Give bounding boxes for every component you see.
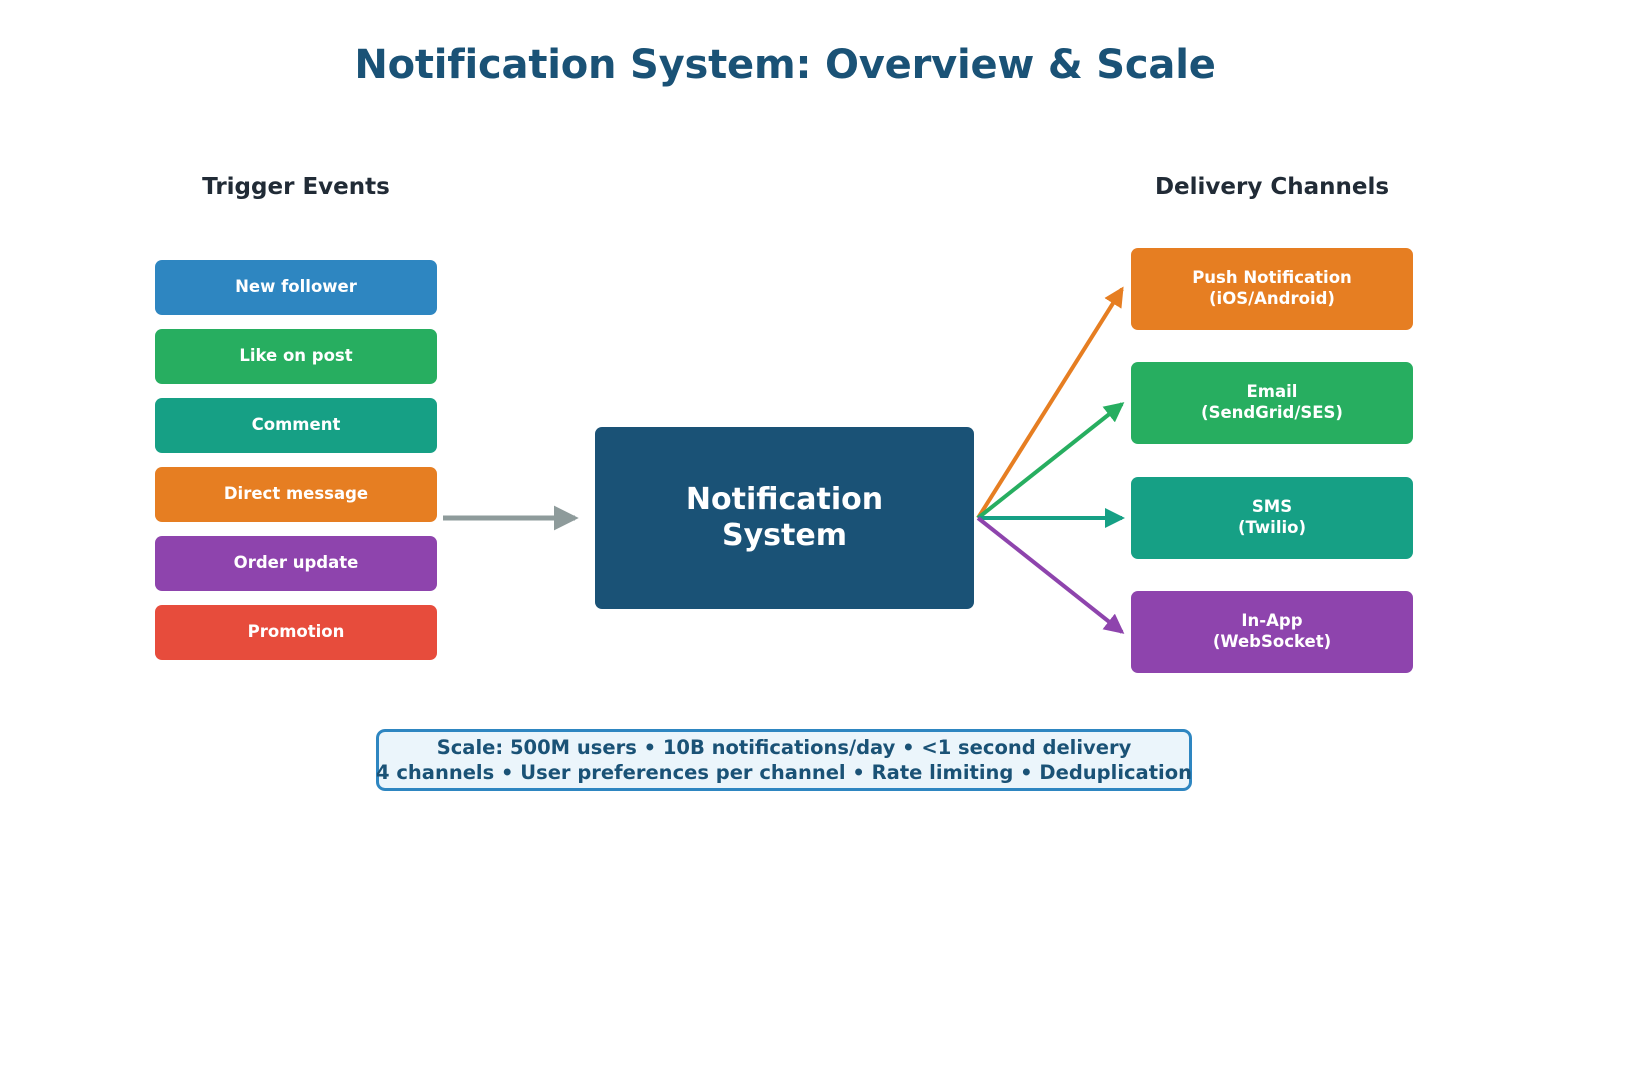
hub-label-line2: System [722, 518, 847, 553]
channel-label-line2: (Twilio) [1237, 518, 1307, 537]
scale-note-line2: 4 channels • User preferences per channe… [375, 761, 1193, 784]
scale-summary-note: Scale: 500M users • 10B notifications/da… [376, 729, 1192, 791]
trigger-label: Comment [251, 415, 341, 435]
channel-label-line1: Push Notification [1192, 268, 1352, 288]
trigger-label: Order update [233, 553, 359, 573]
trigger-box-like-on-post[interactable]: Like on post [155, 329, 437, 384]
channel-box-sms[interactable]: SMS (Twilio) [1131, 477, 1413, 559]
page-title: Notification System: Overview & Scale [354, 42, 1216, 88]
trigger-label: New follower [235, 277, 357, 297]
arrow-hub-to-push [976, 286, 1124, 520]
channel-label-line1: Email [1246, 382, 1298, 402]
trigger-label: Direct message [223, 484, 369, 504]
trigger-box-promotion[interactable]: Promotion [155, 605, 437, 660]
trigger-box-direct-message[interactable]: Direct message [155, 467, 437, 522]
channel-box-in-app[interactable]: In-App (WebSocket) [1131, 591, 1413, 673]
arrow-hub-to-email [976, 402, 1125, 520]
notification-system-hub[interactable]: Notification System [595, 427, 974, 609]
delivery-channels-heading: Delivery Channels [1154, 174, 1390, 200]
trigger-box-comment[interactable]: Comment [155, 398, 437, 453]
channel-box-email[interactable]: Email (SendGrid/SES) [1131, 362, 1413, 444]
trigger-box-order-update[interactable]: Order update [155, 536, 437, 591]
scale-note-line1: Scale: 500M users • 10B notifications/da… [436, 735, 1132, 759]
channel-label-line2: (WebSocket) [1212, 632, 1332, 651]
arrow-hub-to-inapp [976, 516, 1125, 634]
hub-label-line1: Notification [685, 482, 884, 517]
channel-label-line2: (iOS/Android) [1209, 289, 1335, 308]
trigger-label: Promotion [247, 622, 345, 642]
channel-label-line1: In-App [1241, 611, 1303, 631]
channel-box-push-notification[interactable]: Push Notification (iOS/Android) [1131, 248, 1413, 330]
channel-label-line1: SMS [1251, 497, 1293, 517]
trigger-events-heading: Trigger Events [202, 174, 390, 200]
trigger-label: Like on post [239, 346, 353, 366]
trigger-box-new-follower[interactable]: New follower [155, 260, 437, 315]
channel-label-line2: (SendGrid/SES) [1201, 403, 1343, 422]
